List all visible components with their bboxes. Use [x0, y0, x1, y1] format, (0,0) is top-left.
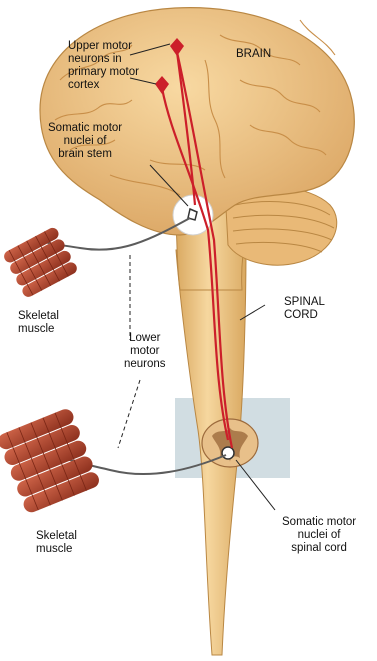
- label-spinal-cord: SPINAL CORD: [284, 296, 325, 322]
- label-brain: BRAIN: [236, 48, 271, 61]
- spinal-nucleus: [222, 447, 234, 459]
- label-lower-motor-neurons: Lower motor neurons: [124, 332, 166, 371]
- skeletal-muscle-lower: [0, 407, 101, 515]
- skeletal-muscle-upper: [2, 226, 79, 299]
- label-somatic-motor-nuclei-spinal-cord: Somatic motor nuclei of spinal cord: [282, 516, 356, 555]
- label-somatic-motor-nuclei-brain-stem: Somatic motor nuclei of brain stem: [48, 122, 122, 161]
- label-skeletal-muscle-bottom: Skeletal muscle: [36, 530, 77, 556]
- label-skeletal-muscle-top: Skeletal muscle: [18, 310, 59, 336]
- label-upper-motor-neurons: Upper motor neurons in primary motor cor…: [68, 40, 139, 92]
